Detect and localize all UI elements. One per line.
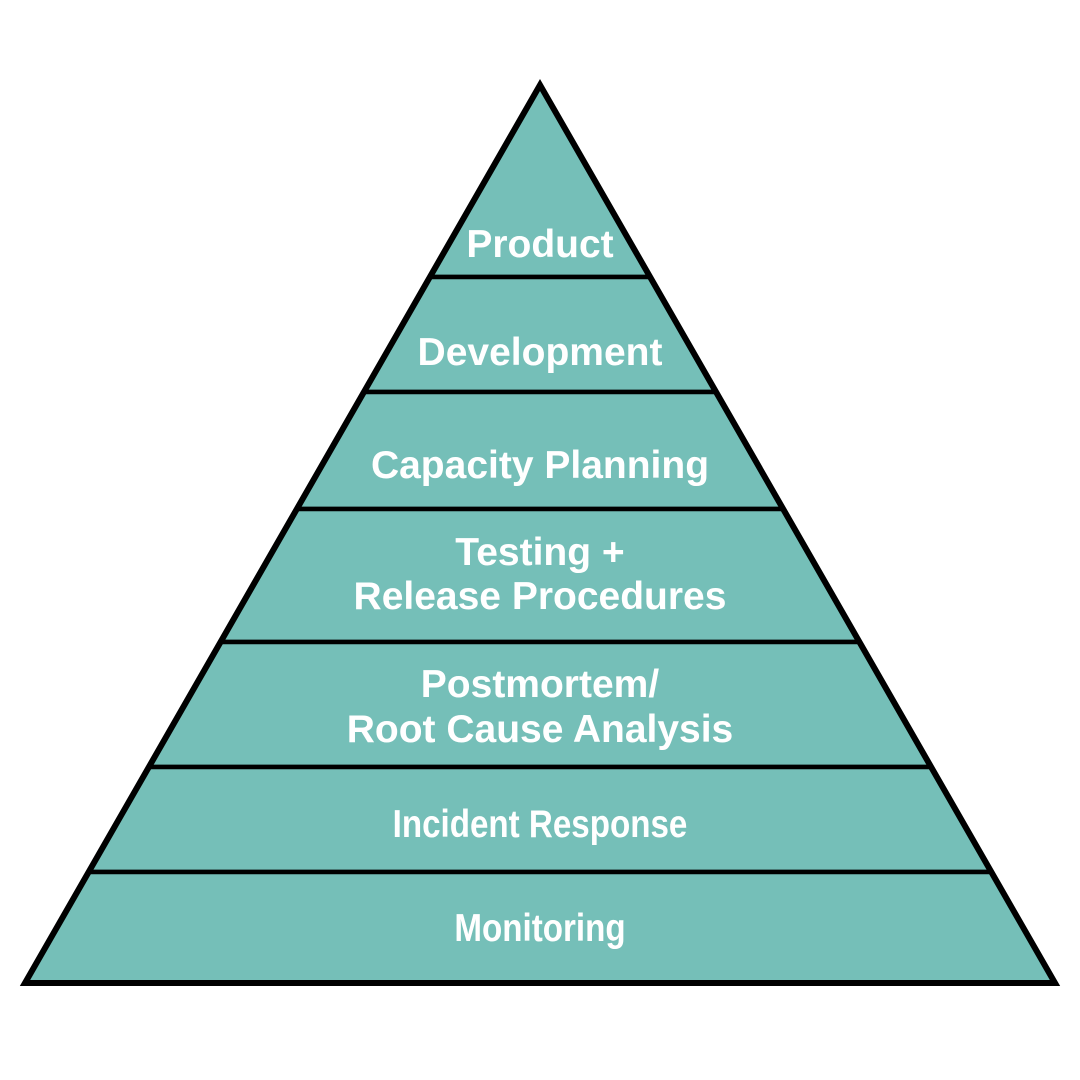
pyramid-label-capacity-planning: Capacity Planning xyxy=(371,444,709,487)
pyramid-label-testing-release: Testing +Release Procedures xyxy=(354,531,727,618)
pyramid-label-incident-response: Incident Response xyxy=(393,801,688,845)
pyramid-label-postmortem-rca: Postmortem/Root Cause Analysis xyxy=(347,663,734,751)
pyramid-label-product: Product xyxy=(466,223,613,266)
pyramid-label-development: Development xyxy=(418,331,663,374)
pyramid-outline xyxy=(19,78,1061,986)
pyramid-label-monitoring: Monitoring xyxy=(454,905,625,949)
